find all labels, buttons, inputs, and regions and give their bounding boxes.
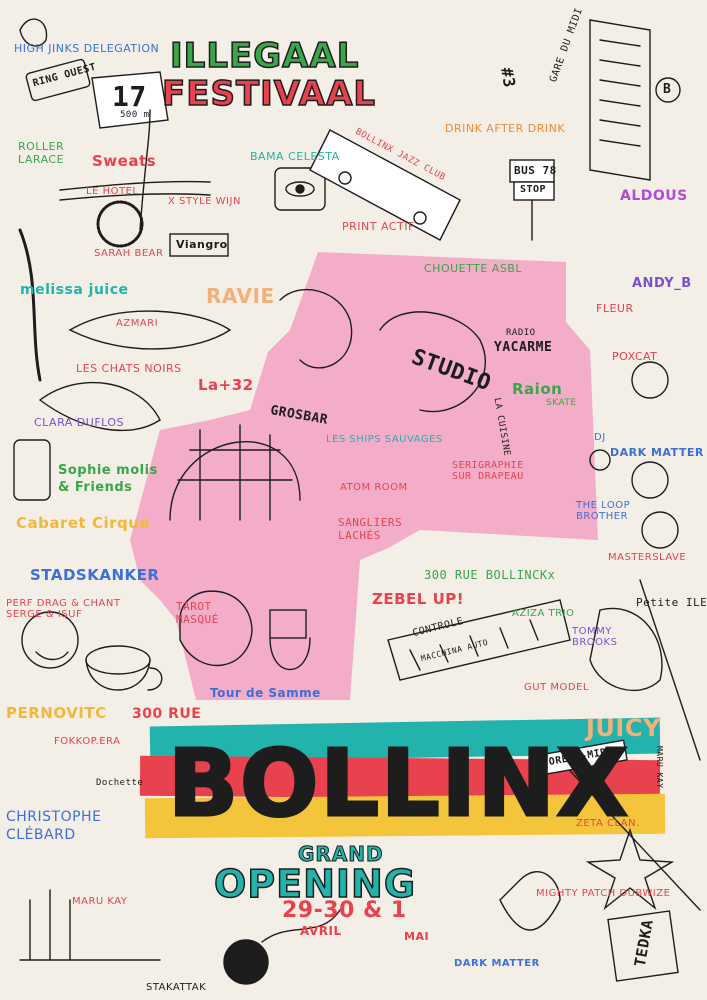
artist-aldous: ALDOUS xyxy=(620,188,688,204)
artist-sangliers: SANGLIERS LACHÉS xyxy=(338,516,403,542)
artist-print-actif: PRINT ACTIF xyxy=(342,220,415,233)
mai-label: MAI xyxy=(404,930,430,943)
artist-ravie: RAVIE xyxy=(206,284,275,308)
artist-dj: DJ xyxy=(594,432,606,443)
artist-fokkop: FOKKOP.ERA xyxy=(54,736,121,747)
artist-juicy: JUICY xyxy=(586,714,661,742)
artist-christophe: CHRISTOPHE CLÉBARD xyxy=(6,809,102,843)
artist-style-wijn: X STYLE WIJN xyxy=(168,196,241,207)
artist-viangro: Viangro xyxy=(176,238,228,251)
artist-radio: RADIO xyxy=(506,328,536,338)
dates-label: 29-30 & 1 xyxy=(282,898,407,923)
grand-label: GRAND xyxy=(298,842,384,867)
artist-drink: DRINK AFTER DRINK xyxy=(445,122,566,135)
artist-rue300: 300 RUE BOLLINCKx xyxy=(424,568,556,582)
artist-cabaret: Cabaret Cirque xyxy=(16,514,151,532)
artist-fleur: FLEUR xyxy=(596,302,634,315)
artist-stadskanker: STADSKANKER xyxy=(30,566,160,584)
artist-serigraphie: SERIGRAPHIE SUR DRAPEAU xyxy=(452,460,524,482)
artist-loop: THE LOOP BROTHER xyxy=(576,500,631,522)
festival-title-line2: FESTIVAAL xyxy=(161,73,377,115)
artist-dochette: Dochette xyxy=(96,778,144,788)
artist-maru-side: MARU KAY xyxy=(655,746,664,789)
artist-tour: Tour de Samme xyxy=(210,686,321,700)
artist-mighty: MIGHTY PATCH DUBWIZE xyxy=(536,888,671,899)
artist-raion: Raion xyxy=(512,380,563,398)
artist-melissa: melissa juice xyxy=(20,282,129,298)
artist-maru: MARU KAY xyxy=(72,896,128,907)
artist-poxcat: POXCAT xyxy=(612,350,658,363)
artist-skate: SKATE xyxy=(546,398,577,408)
artist-dark-matter: DARK MATTER xyxy=(610,446,704,459)
artist-tarot: TAROT MASQUÉ xyxy=(176,600,219,626)
artist-gut: GUT MODEL xyxy=(524,682,589,693)
opening-label: OPENING xyxy=(213,861,417,907)
header-artist: HIGH JINKS DELEGATION xyxy=(14,42,160,55)
artist-dark-matter-2: DARK MATTER xyxy=(454,958,540,969)
artist-roller: ROLLER LARACE xyxy=(18,140,65,166)
artist-zeta: ZETA CLAN. xyxy=(576,818,640,829)
artist-stakattak: STAKATTAK xyxy=(146,982,207,993)
artist-petite-ile: Petite ILE xyxy=(636,596,707,609)
artist-andy: ANDY_B xyxy=(632,276,692,291)
artist-sophie: Sophie molis & Friends xyxy=(58,463,158,495)
artist-yacarme: YACARME xyxy=(494,340,553,355)
road-number: 17 xyxy=(112,80,147,113)
artist-chouette: CHOUETTE ASBL xyxy=(424,262,522,275)
artist-le-hotel: LE HOTEL xyxy=(86,186,139,197)
artist-la32: La+32 xyxy=(198,376,254,394)
artist-masterslave: MASTERSLAVE xyxy=(608,552,687,563)
artist-bama: BAMA CELESTA xyxy=(250,150,340,163)
festival-title-line1: ILLEGAAL xyxy=(169,35,360,77)
artist-tommy: TOMMY BROOKS xyxy=(572,626,618,648)
venue-name: BOLLINX xyxy=(167,729,630,839)
artist-chats-noirs: LES CHATS NOIRS xyxy=(76,362,182,375)
artist-sarah: SARAH BEAR xyxy=(94,248,164,259)
artist-sweats: Sweats xyxy=(92,152,157,170)
artist-perf: PERF DRAG & CHANT SERGE & ISUF xyxy=(6,598,121,620)
avril-label: AVRIL xyxy=(300,924,342,938)
artist-clara: CLARA DUFLOS xyxy=(34,416,125,429)
artist-azmari: AZMARI xyxy=(116,318,159,329)
artist-ships: LES SHIPS SAUVAGES xyxy=(326,434,443,445)
artist-zebel: ZEBEL UP! xyxy=(372,590,465,608)
road-distance: 500 m xyxy=(120,110,150,120)
edition-number: #3 xyxy=(497,65,520,90)
bus-sign-line2: STOP xyxy=(520,184,547,195)
artist-pernovite: PERNOVITC xyxy=(6,704,107,722)
metro-badge: B xyxy=(663,82,672,97)
artist-atom: ATOM ROOM xyxy=(340,482,408,493)
bus-sign-line1: BUS 78 xyxy=(514,164,557,177)
venue-rue-small: 300 RUE xyxy=(132,706,202,722)
artist-aziza: AZIZA TRIO xyxy=(512,608,575,619)
road-sign-shape xyxy=(91,71,169,129)
